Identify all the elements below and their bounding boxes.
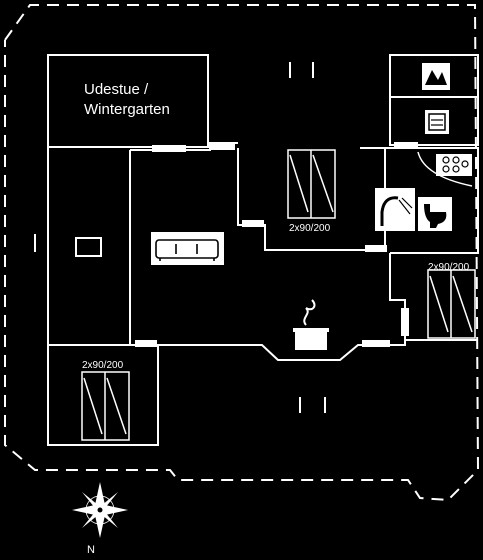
door-bathroom xyxy=(394,142,418,149)
hob-icon xyxy=(417,151,473,187)
bathroom-walls xyxy=(360,147,479,254)
right-bedroom-beds xyxy=(427,269,476,339)
door-hall xyxy=(210,143,235,150)
door-right-bedroom xyxy=(365,245,387,252)
right-bedroom-bed-label: 2x90/200 xyxy=(428,262,470,273)
conservatory-walls xyxy=(47,54,209,148)
compass-north-label: N xyxy=(87,544,95,556)
door-kitchen-exit xyxy=(362,340,390,347)
bottom-bedroom-walls xyxy=(47,344,159,446)
washing-machine-icon xyxy=(422,63,450,90)
conservatory-label-line1: Udestue / xyxy=(84,81,149,98)
kitchen-bay-wall xyxy=(158,340,406,361)
dishwasher-icon xyxy=(425,110,449,134)
stove-icon xyxy=(293,299,329,350)
shower-icon xyxy=(375,188,415,231)
bottom-bedroom-bed-label: 2x90/200 xyxy=(82,360,124,371)
doors xyxy=(135,142,418,347)
sofa-icon xyxy=(151,232,224,265)
door-markers xyxy=(34,62,326,413)
compass-rose-icon xyxy=(72,482,128,538)
right-bedroom-walls xyxy=(389,253,478,341)
center-bedroom-beds xyxy=(287,149,336,219)
center-bedroom-walls xyxy=(237,148,386,251)
storage-room-walls xyxy=(389,96,479,146)
center-bedroom-bed-label: 2x90/200 xyxy=(289,223,331,234)
bottom-bedroom-beds xyxy=(81,371,130,441)
door-bottom-bedroom xyxy=(135,340,157,347)
door-conservatory xyxy=(152,145,186,152)
conservatory-label-line2: Wintergarten xyxy=(84,101,170,118)
toilet-icon xyxy=(418,197,452,231)
terrace-boundary xyxy=(4,4,480,502)
door-center-bedroom xyxy=(242,220,264,227)
door-right-bedroom-side xyxy=(401,308,409,336)
